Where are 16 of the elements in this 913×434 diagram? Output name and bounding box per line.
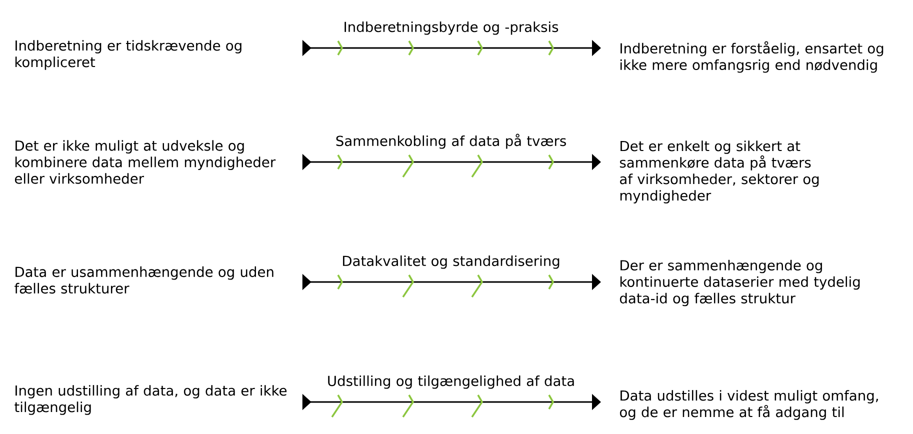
statement-text: Det er enkelt og sikkert at sammenkøre data på tværs af virksomheder, sektorer og myndigheder: [620, 140, 819, 204]
arrow: [302, 40, 601, 56]
edge-label: Sammenkobling af data på tværs: [336, 134, 566, 149]
statement-text: Indberetning er forståelig, ensartet og ikke mere omfangsrig end nødvendig: [620, 41, 884, 73]
edge-label: Indberetningsbyrde og -praksis: [344, 21, 558, 35]
statement-text: Det er ikke muligt at udveksle og kombinere data mellem myndigheder eller virksomheder: [14, 140, 276, 184]
edge-label: Datakvalitet og standardisering: [343, 255, 560, 269]
statement-text: Ingen udstilling af data, og data er ikke tilgængelig: [14, 385, 287, 415]
arrow: [302, 154, 601, 170]
arrow: [302, 274, 601, 290]
arrow: [302, 394, 601, 410]
edge-label: Udstilling og tilgængelighed af data: [328, 375, 574, 389]
statement-text: Der er sammenhængende og kontinuerte dataserier med tydelig data-id og fælles struktur: [620, 260, 860, 306]
statement-text: Data er usammenhængende og uden fælles strukturer: [14, 266, 274, 294]
statement-text: Data udstilles i videst muligt omfang, og de er nemme at få adgang til: [620, 390, 878, 420]
statement-text: Indberetning er tidskrævende og kompliceret: [15, 40, 242, 70]
